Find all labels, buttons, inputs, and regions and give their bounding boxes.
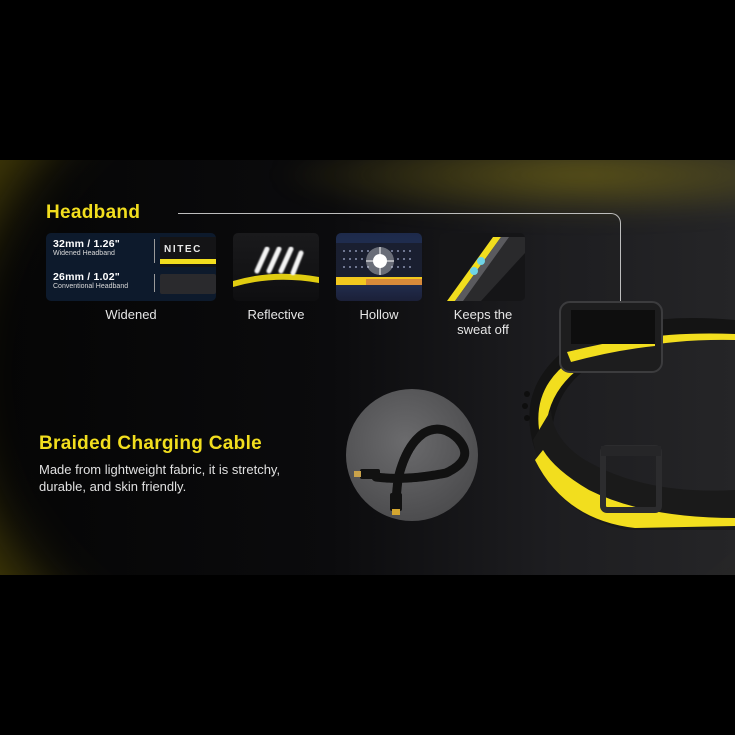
conventional-label: Conventional Headband: [53, 283, 129, 290]
reflective-strip-icon: [233, 233, 319, 301]
feature-caption-hollow: Hollow: [359, 307, 399, 322]
conventional-bracket: [154, 274, 155, 292]
conventional-band-swatch: [160, 274, 216, 294]
cable-section-title: Braided Charging Cable: [39, 433, 263, 454]
conventional-row: 26mm / 1.02" Conventional Headband: [53, 271, 128, 290]
braided-cable-image: [346, 389, 478, 521]
sweat-caption-line2: sweat off: [457, 322, 509, 337]
callout-line: [178, 213, 610, 214]
feature-caption-reflective: Reflective: [247, 307, 305, 322]
hollow-mesh-icon: [336, 233, 422, 301]
cable-description-line1: Made from lightweight fabric, it is stre…: [39, 462, 281, 477]
width-comparison-card: 32mm / 1.26" Widened Headband 26mm / 1.0…: [46, 233, 216, 301]
widened-row: 32mm / 1.26" Widened Headband: [53, 238, 120, 257]
headband-title: Headband: [46, 202, 141, 223]
conventional-size: 26mm / 1.02": [53, 271, 120, 283]
feature-caption-sweat: Keeps the sweat off: [433, 307, 533, 337]
widened-label: Widened Headband: [53, 250, 115, 257]
feature-caption-widened: Widened: [105, 307, 157, 322]
sweat-droplet-icon: [439, 233, 525, 301]
widened-bracket: [154, 239, 155, 263]
cable-description-line2: durable, and skin friendly.: [39, 479, 187, 494]
brand-mark: NITEC: [164, 244, 202, 255]
widened-band-swatch: NITEC: [160, 237, 216, 267]
yellow-stripe: [160, 259, 216, 264]
widened-size: 32mm / 1.26": [53, 238, 120, 250]
callout-line-corner: [600, 213, 621, 338]
cable-section-description: Made from lightweight fabric, it is stre…: [39, 461, 329, 495]
yellow-glow-top: [270, 160, 735, 220]
sweat-caption-line1: Keeps the: [453, 307, 513, 322]
headband-product-image: [505, 290, 735, 540]
